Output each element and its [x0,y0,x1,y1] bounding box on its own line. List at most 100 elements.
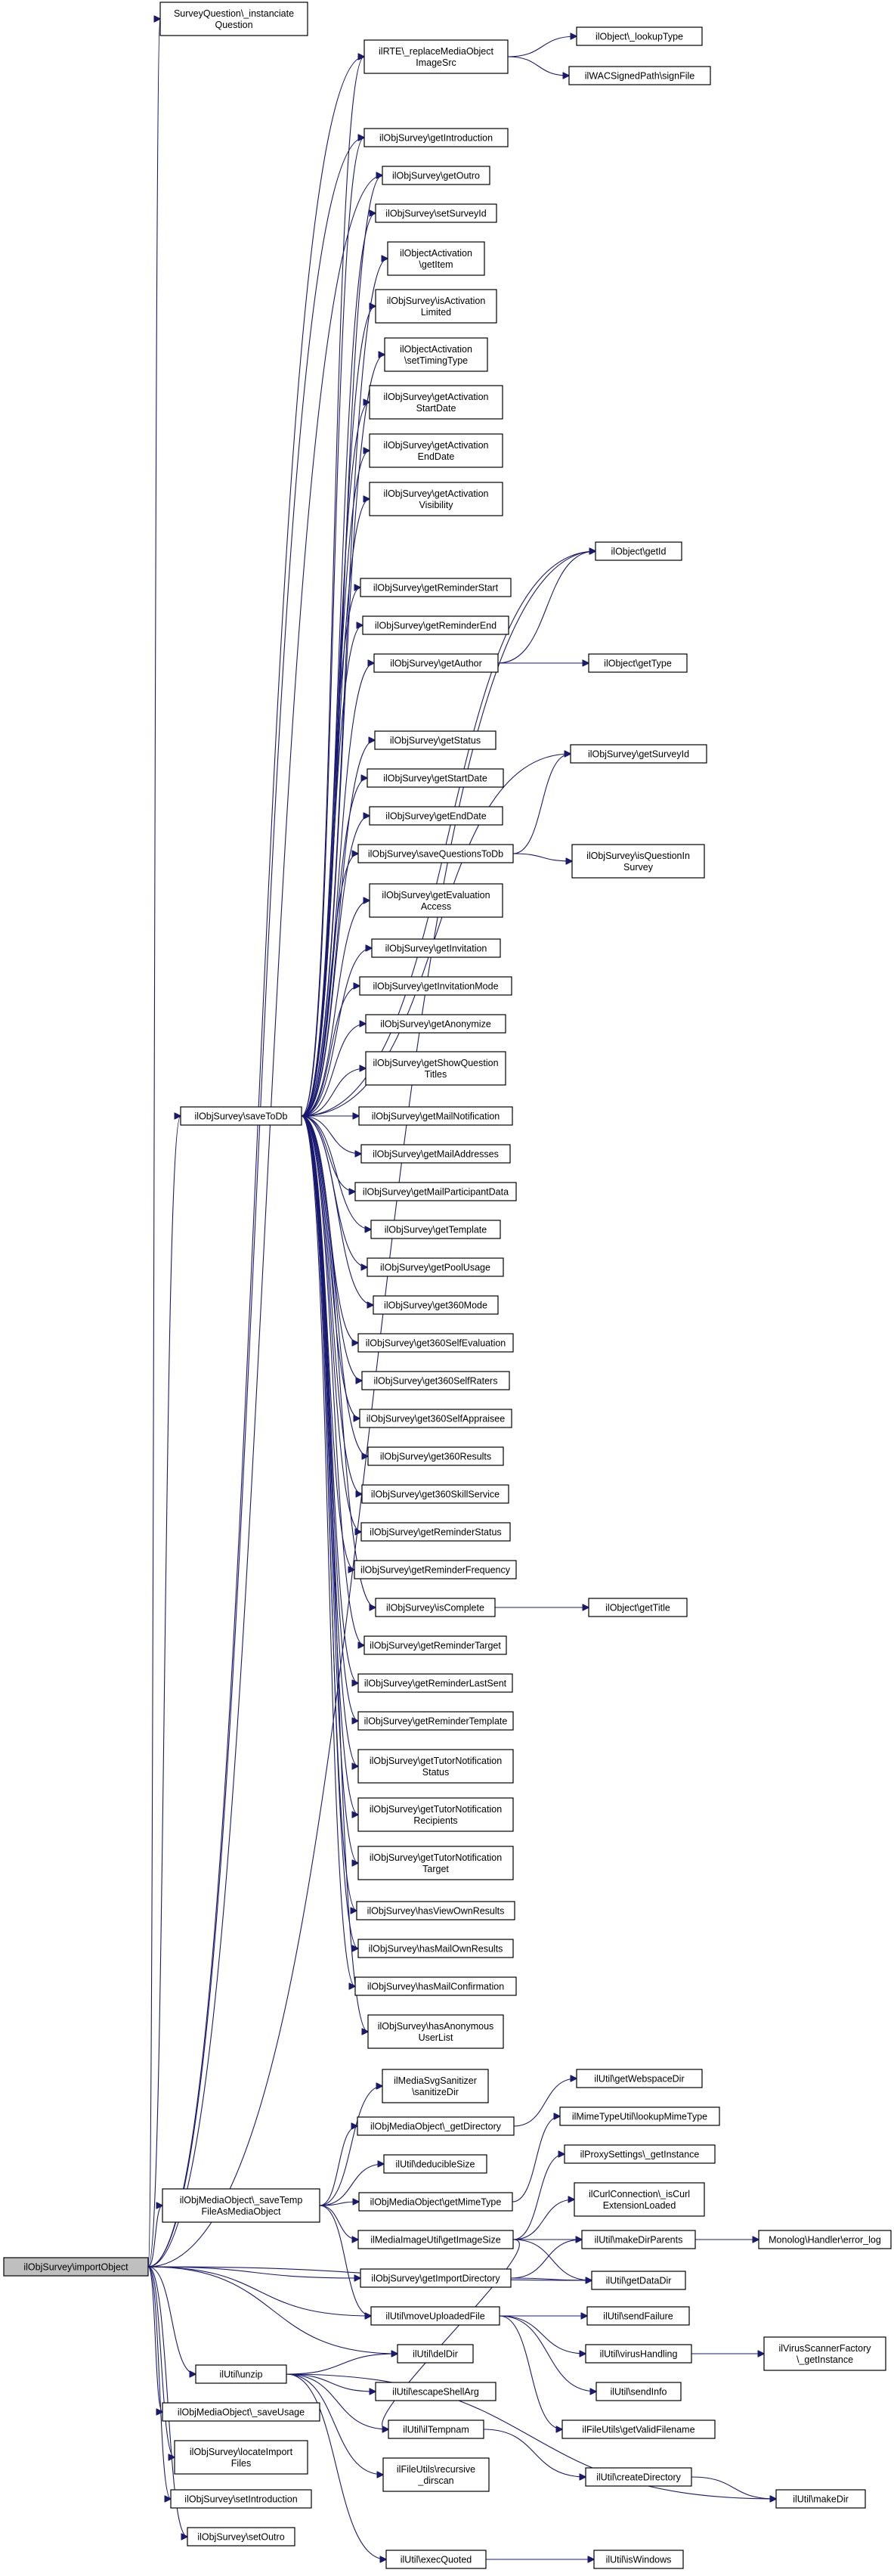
node-invit[interactable]: ilObjSurvey\getInvitation [371,938,501,958]
node-box [387,241,485,276]
node-status[interactable]: ilObjSurvey\getStatus [374,730,496,750]
node-saveusage[interactable]: ilObjMediaObject\_saveUsage [162,2402,320,2422]
node-mailnot[interactable]: ilObjSurvey\getMailNotification [358,1106,513,1126]
node-sendinfo[interactable]: ilUtil\sendInfo [595,2382,682,2401]
node-mailaddr[interactable]: ilObjSurvey\getMailAddresses [360,1144,511,1164]
node-datadir[interactable]: ilUtil\getDataDir [591,2271,686,2290]
node-label: ilFileUtils\recursive [397,2464,475,2475]
node-box [162,2188,320,2223]
node-vsfactory[interactable]: ilVirusScannerFactory\_getInstance [763,2336,886,2371]
node-getid[interactable]: ilObject\getId [595,541,682,561]
node-box [358,1106,513,1126]
node-remfreq[interactable]: ilObjSurvey\getReminderFrequency [354,1560,517,1579]
node-iscomplete[interactable]: ilObjSurvey\isComplete [375,1598,496,1617]
node-mkdirp[interactable]: ilUtil\makeDirParents [581,2230,696,2249]
node-escshell[interactable]: ilUtil\escapeShellArg [375,2382,496,2401]
node-remstart[interactable]: ilObjSurvey\getReminderStart [360,578,512,597]
node-template[interactable]: ilObjSurvey\getTemplate [370,1220,501,1239]
node-imgsize[interactable]: ilMediaImageUtil\getImageSize [357,2230,514,2249]
node-360results[interactable]: ilObjSurvey\get360Results [367,1446,504,1466]
node-wac[interactable]: ilWACSignedPath\signFile [568,66,711,85]
node-anon[interactable]: ilObjSurvey\getAnonymize [365,1014,506,1034]
node-getdir[interactable]: ilObjMediaObject\_getDirectory [357,2116,515,2136]
node-webspace[interactable]: ilUtil\getWebspaceDir [576,2069,703,2088]
node-setoutro[interactable]: ilObjSurvey\setOutro [187,2527,295,2547]
node-box [370,2306,500,2326]
node-iswin[interactable]: ilUtil\isWindows [593,2550,684,2569]
node-deducible[interactable]: ilUtil\deducibleSize [383,2154,487,2174]
node-gettitle[interactable]: ilObject\getTitle [588,1598,688,1617]
node-startdate[interactable]: ilObjSurvey\getStartDate [367,768,504,788]
node-360selfraters[interactable]: ilObjSurvey\get360SelfRaters [361,1371,510,1390]
node-proxy[interactable]: ilProxySettings\_getInstance [564,2144,716,2164]
node-deldir[interactable]: ilUtil\delDir [397,2344,474,2364]
node-root[interactable]: ilObjSurvey\importObject [3,2257,149,2277]
node-createdir[interactable]: ilUtil\createDirectory [585,2467,692,2487]
node-360selfeval[interactable]: ilObjSurvey\get360SelfEvaluation [357,1333,514,1353]
node-invitmode[interactable]: ilObjSurvey\getInvitationMode [359,976,512,996]
node-remstatus[interactable]: ilObjSurvey\getReminderStatus [360,1522,511,1542]
node-tempnam[interactable]: ilUtil\ilTempnam [388,2419,484,2439]
node-svgsan[interactable]: ilMediaSvgSanitizer\sanitizeDir [382,2069,489,2103]
node-box [365,1014,506,1034]
node-viewown[interactable]: ilObjSurvey\hasViewOwnResults [356,1901,515,1920]
node-moveup[interactable]: ilUtil\moveUploadedFile [370,2306,500,2326]
node-enddate[interactable]: ilObjSurvey\getEndDate [369,806,503,826]
node-label: ImageSrc [416,57,456,68]
node-gettype[interactable]: ilObject\getType [588,653,688,673]
node-getmime[interactable]: ilObjMediaObject\getMimeType [358,2192,513,2212]
node-mailpart[interactable]: ilObjSurvey\getMailParticipantData [354,1182,517,1201]
node-getsid[interactable]: ilObjSurvey\getSurveyId [570,744,707,764]
node-timing[interactable]: ilObjectActivation\setTimingType [384,337,488,372]
node-author[interactable]: ilObjSurvey\getAuthor [373,653,499,673]
node-remend[interactable]: ilObjSurvey\getReminderEnd [362,615,509,635]
node-remlast[interactable]: ilObjSurvey\getReminderLastSent [357,1673,513,1693]
node-mailown[interactable]: ilObjSurvey\hasMailOwnResults [357,1939,514,1958]
node-360selfappr[interactable]: ilObjSurvey\get360SelfAppraisee [359,1409,512,1428]
node-setintro[interactable]: ilObjSurvey\setIntroduction [170,2489,312,2509]
node-savetemp[interactable]: ilObjMediaObject\_saveTempFileAsMediaObj… [162,2188,320,2223]
node-label: ilObjSurvey\getTemplate [385,1225,487,1235]
node-sendfail[interactable]: ilUtil\sendFailure [586,2306,690,2326]
node-saveq[interactable]: ilObjSurvey\saveQuestionsToDb [357,844,514,863]
node-mailconf[interactable]: ilObjSurvey\hasMailConfirmation [354,1976,517,1996]
node-validfn[interactable]: ilFileUtils\getValidFilename [561,2419,716,2439]
node-makedir[interactable]: ilUtil\makeDir [775,2489,866,2509]
edge-savetodb-to-getid [301,551,595,1117]
node-outro[interactable]: ilObjSurvey\getOutro [382,166,490,185]
node-savetodb[interactable]: ilObjSurvey\saveToDb [180,1106,302,1126]
node-box [564,2144,716,2164]
node-actitem[interactable]: ilObjectActivation\getItem [387,241,485,276]
node-remtpl[interactable]: ilObjSurvey\getReminderTemplate [357,1711,514,1731]
node-setsid[interactable]: ilObjSurvey\setSurveyId [375,203,497,223]
node-360skill[interactable]: ilObjSurvey\get360SkillService [361,1484,509,1504]
node-label: ilObject\getTitle [605,1603,670,1613]
node-360mode[interactable]: ilObjSurvey\get360Mode [373,1295,499,1315]
node-remtarget[interactable]: ilObjSurvey\getReminderTarget [363,1635,507,1655]
node-recdir[interactable]: ilFileUtils\recursive_dirscan [382,2457,490,2492]
node-unzip[interactable]: ilUtil\unzip [195,2364,287,2384]
node-lookup[interactable]: ilObject\_lookupType [576,26,703,46]
node-exec[interactable]: ilUtil\execQuoted [385,2550,487,2569]
node-monolog[interactable]: Monolog\Handler\error_log [758,2230,892,2249]
node-virus[interactable]: ilUtil\virusHandling [585,2344,692,2364]
node-intro[interactable]: ilObjSurvey\getIntroduction [363,128,509,147]
node-mime[interactable]: ilMimeTypeUtil\lookupMimeType [559,2106,720,2126]
node-pool[interactable]: ilObjSurvey\getPoolUsage [367,1257,504,1277]
node-tutrecip[interactable]: ilObjSurvey\getTutorNotificationRecipien… [357,1797,514,1832]
node-importdir[interactable]: ilObjSurvey\getImportDirectory [360,2268,512,2288]
